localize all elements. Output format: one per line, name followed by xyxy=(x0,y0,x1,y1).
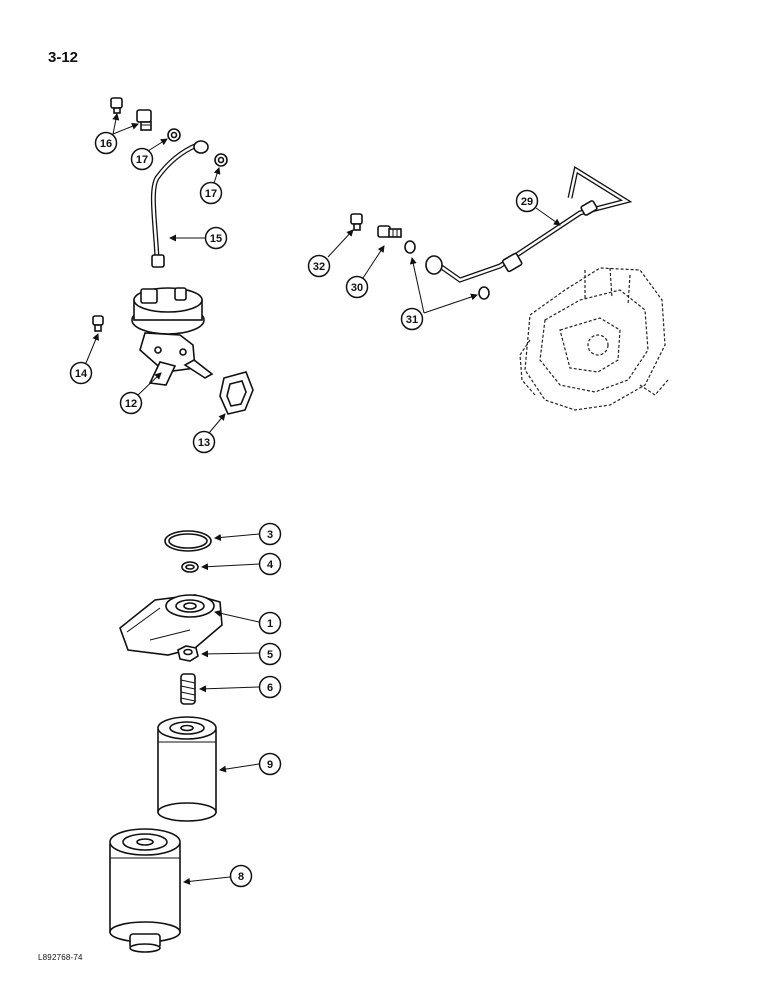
seal-4 xyxy=(181,561,199,573)
bolt-14 xyxy=(92,315,104,332)
svg-text:17: 17 xyxy=(136,154,148,166)
callout-32: 32 xyxy=(307,254,331,278)
callout-14: 14 xyxy=(69,361,93,385)
callout-12: 12 xyxy=(119,391,143,415)
nut-5 xyxy=(177,645,199,662)
svg-text:5: 5 xyxy=(267,649,273,661)
spring-6 xyxy=(180,673,196,705)
injection-pump-outline xyxy=(519,267,669,411)
svg-text:9: 9 xyxy=(267,759,273,771)
figure-code: L892768-74 xyxy=(38,953,83,962)
svg-text:1: 1 xyxy=(267,618,273,630)
svg-text:15: 15 xyxy=(210,233,222,245)
callout-13: 13 xyxy=(192,430,216,454)
callout-17-upper: 17 xyxy=(130,147,154,171)
svg-text:14: 14 xyxy=(75,368,88,380)
callout-4: 4 xyxy=(258,552,282,576)
washer-31-right xyxy=(478,286,490,300)
svg-text:13: 13 xyxy=(198,437,210,449)
fitting-16-large xyxy=(136,109,152,131)
callout-8: 8 xyxy=(229,864,253,888)
filter-9 xyxy=(157,716,217,822)
filter-head-1 xyxy=(119,594,223,656)
lift-pump-12 xyxy=(131,287,214,386)
leader-lines xyxy=(85,113,561,885)
svg-text:8: 8 xyxy=(238,871,244,883)
o-ring-3 xyxy=(164,530,212,552)
callout-15: 15 xyxy=(204,226,228,250)
callout-9: 9 xyxy=(258,752,282,776)
washer-17-upper xyxy=(167,128,181,142)
svg-text:3: 3 xyxy=(267,529,273,541)
callout-30: 30 xyxy=(345,275,369,299)
svg-text:12: 12 xyxy=(125,398,137,410)
svg-text:29: 29 xyxy=(521,196,533,208)
svg-text:31: 31 xyxy=(406,314,418,326)
svg-text:17: 17 xyxy=(205,188,217,200)
gasket-13 xyxy=(219,371,254,415)
banjo-bolt-30 xyxy=(377,225,402,238)
svg-text:6: 6 xyxy=(267,682,273,694)
bolt-32 xyxy=(350,213,363,231)
callout-29: 29 xyxy=(515,189,539,213)
callout-31: 31 xyxy=(400,307,424,331)
fuel-line-15 xyxy=(150,140,209,268)
injection-line-29 xyxy=(425,166,633,283)
svg-text:4: 4 xyxy=(267,559,274,571)
callout-17-lower: 17 xyxy=(199,181,223,205)
svg-text:32: 32 xyxy=(313,261,325,273)
svg-text:16: 16 xyxy=(100,138,112,150)
callout-3: 3 xyxy=(258,522,282,546)
callout-16: 16 xyxy=(94,131,118,155)
washer-31-left xyxy=(404,240,416,254)
svg-text:30: 30 xyxy=(351,282,363,294)
callout-1: 1 xyxy=(258,611,282,635)
page-number: 3-12 xyxy=(48,49,79,66)
washer-17-lower xyxy=(214,153,228,167)
filter-8 xyxy=(109,828,181,953)
fitting-16-small xyxy=(110,97,123,114)
callout-5: 5 xyxy=(258,642,282,666)
callout-6: 6 xyxy=(258,675,282,699)
